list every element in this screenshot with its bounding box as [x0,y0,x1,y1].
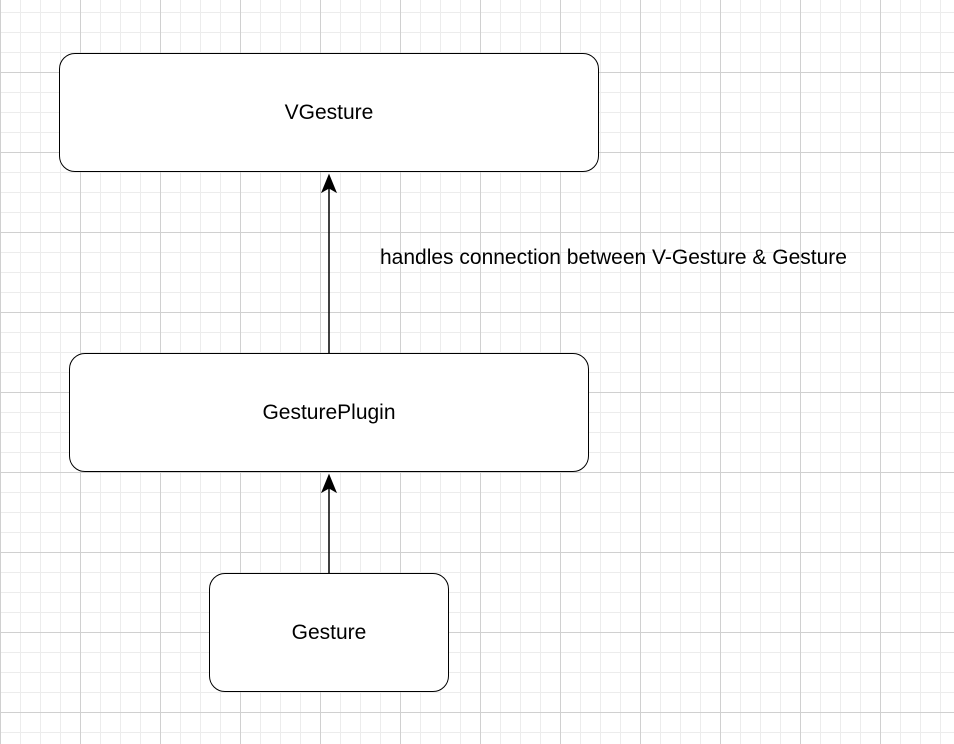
node-vgesture[interactable]: VGesture [59,53,599,172]
edge-label[interactable]: handles connection between V-Gesture & G… [380,246,847,269]
edge-gestureplugin-to-vgesture[interactable] [320,173,338,353]
node-label: GesturePlugin [262,400,396,424]
arrowhead-icon [320,473,338,494]
node-label: VGesture [284,100,374,124]
node-label: Gesture [291,620,367,644]
node-gesture[interactable]: Gesture [209,573,449,692]
edge-gesture-to-gestureplugin[interactable] [320,473,338,573]
arrowhead-icon [320,173,338,194]
node-gestureplugin[interactable]: GesturePlugin [69,353,589,472]
